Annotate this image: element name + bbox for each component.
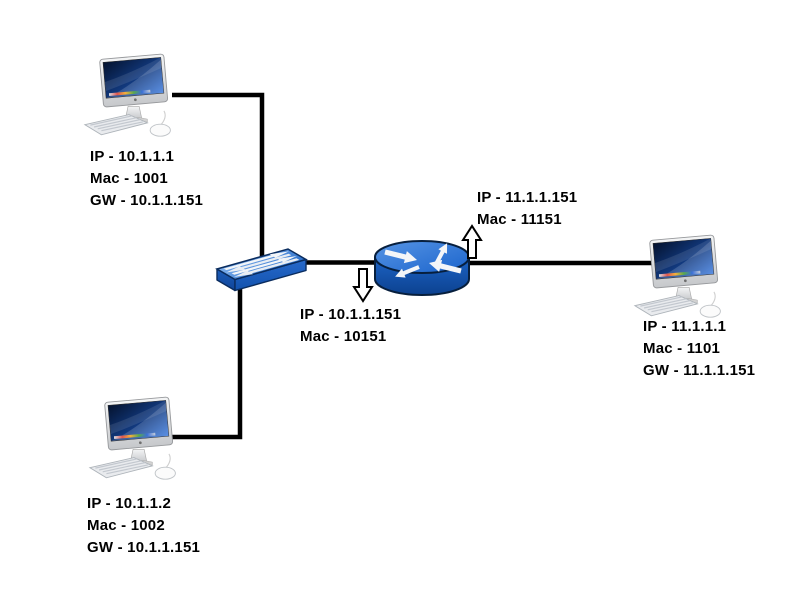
switch-icon <box>217 249 306 291</box>
router-icon <box>374 240 470 296</box>
pc2-ip-text: IP - 10.1.1.2 <box>87 495 172 512</box>
router-wan-label: IP - 11.1.1.151 Mac - 11151 <box>477 187 577 231</box>
pc3-label: IP - 11.1.1.1 Mac - 1101 GW - 11.1.1.151 <box>643 316 755 382</box>
pc1-ip-text: IP - 10.1.1.1 <box>90 148 175 165</box>
cable-switch-to-pc2 <box>160 284 243 440</box>
router-lan-label: IP - 10.1.1.151 Mac - 10151 <box>300 304 401 348</box>
computer-icon-pc1 <box>84 53 171 137</box>
router-lan-ip-text: IP - 10.1.1.151 <box>300 306 402 323</box>
cable-pc1-to-switch <box>172 92 265 265</box>
pc1-label: IP - 10.1.1.1 Mac - 1001 GW - 10.1.1.151 <box>90 146 203 212</box>
switch-arrow-left-icon <box>233 258 300 278</box>
computer-icon-pc3 <box>634 234 721 318</box>
pc3-ip-text: IP - 11.1.1.1 <box>643 318 727 335</box>
router-lan-mac-text: Mac - 10151 <box>300 328 387 345</box>
switch-arrow-right-icon <box>231 256 297 275</box>
pc2-label: IP - 10.1.1.2 Mac - 1002 GW - 10.1.1.151 <box>87 493 200 559</box>
pc1-gw-text: GW - 10.1.1.151 <box>90 192 204 209</box>
computer-icon-pc2 <box>89 396 176 480</box>
pc2-mac-text: Mac - 1002 <box>87 517 165 534</box>
router-wan-mac-text: Mac - 11151 <box>477 211 562 228</box>
pc3-mac-text: Mac - 1101 <box>643 340 721 357</box>
switch-arrow-right-icon <box>223 251 289 271</box>
switch-arrow-left-icon <box>226 253 292 273</box>
pc2-gw-text: GW - 10.1.1.151 <box>87 539 201 556</box>
packet-flow-down-arrow-icon <box>352 268 374 303</box>
pc1-mac-text: Mac - 1001 <box>90 170 168 187</box>
pc3-gw-text: GW - 11.1.1.151 <box>643 362 756 379</box>
router-wan-ip-text: IP - 11.1.1.151 <box>477 189 578 206</box>
packet-flow-up-arrow-icon <box>461 224 483 259</box>
